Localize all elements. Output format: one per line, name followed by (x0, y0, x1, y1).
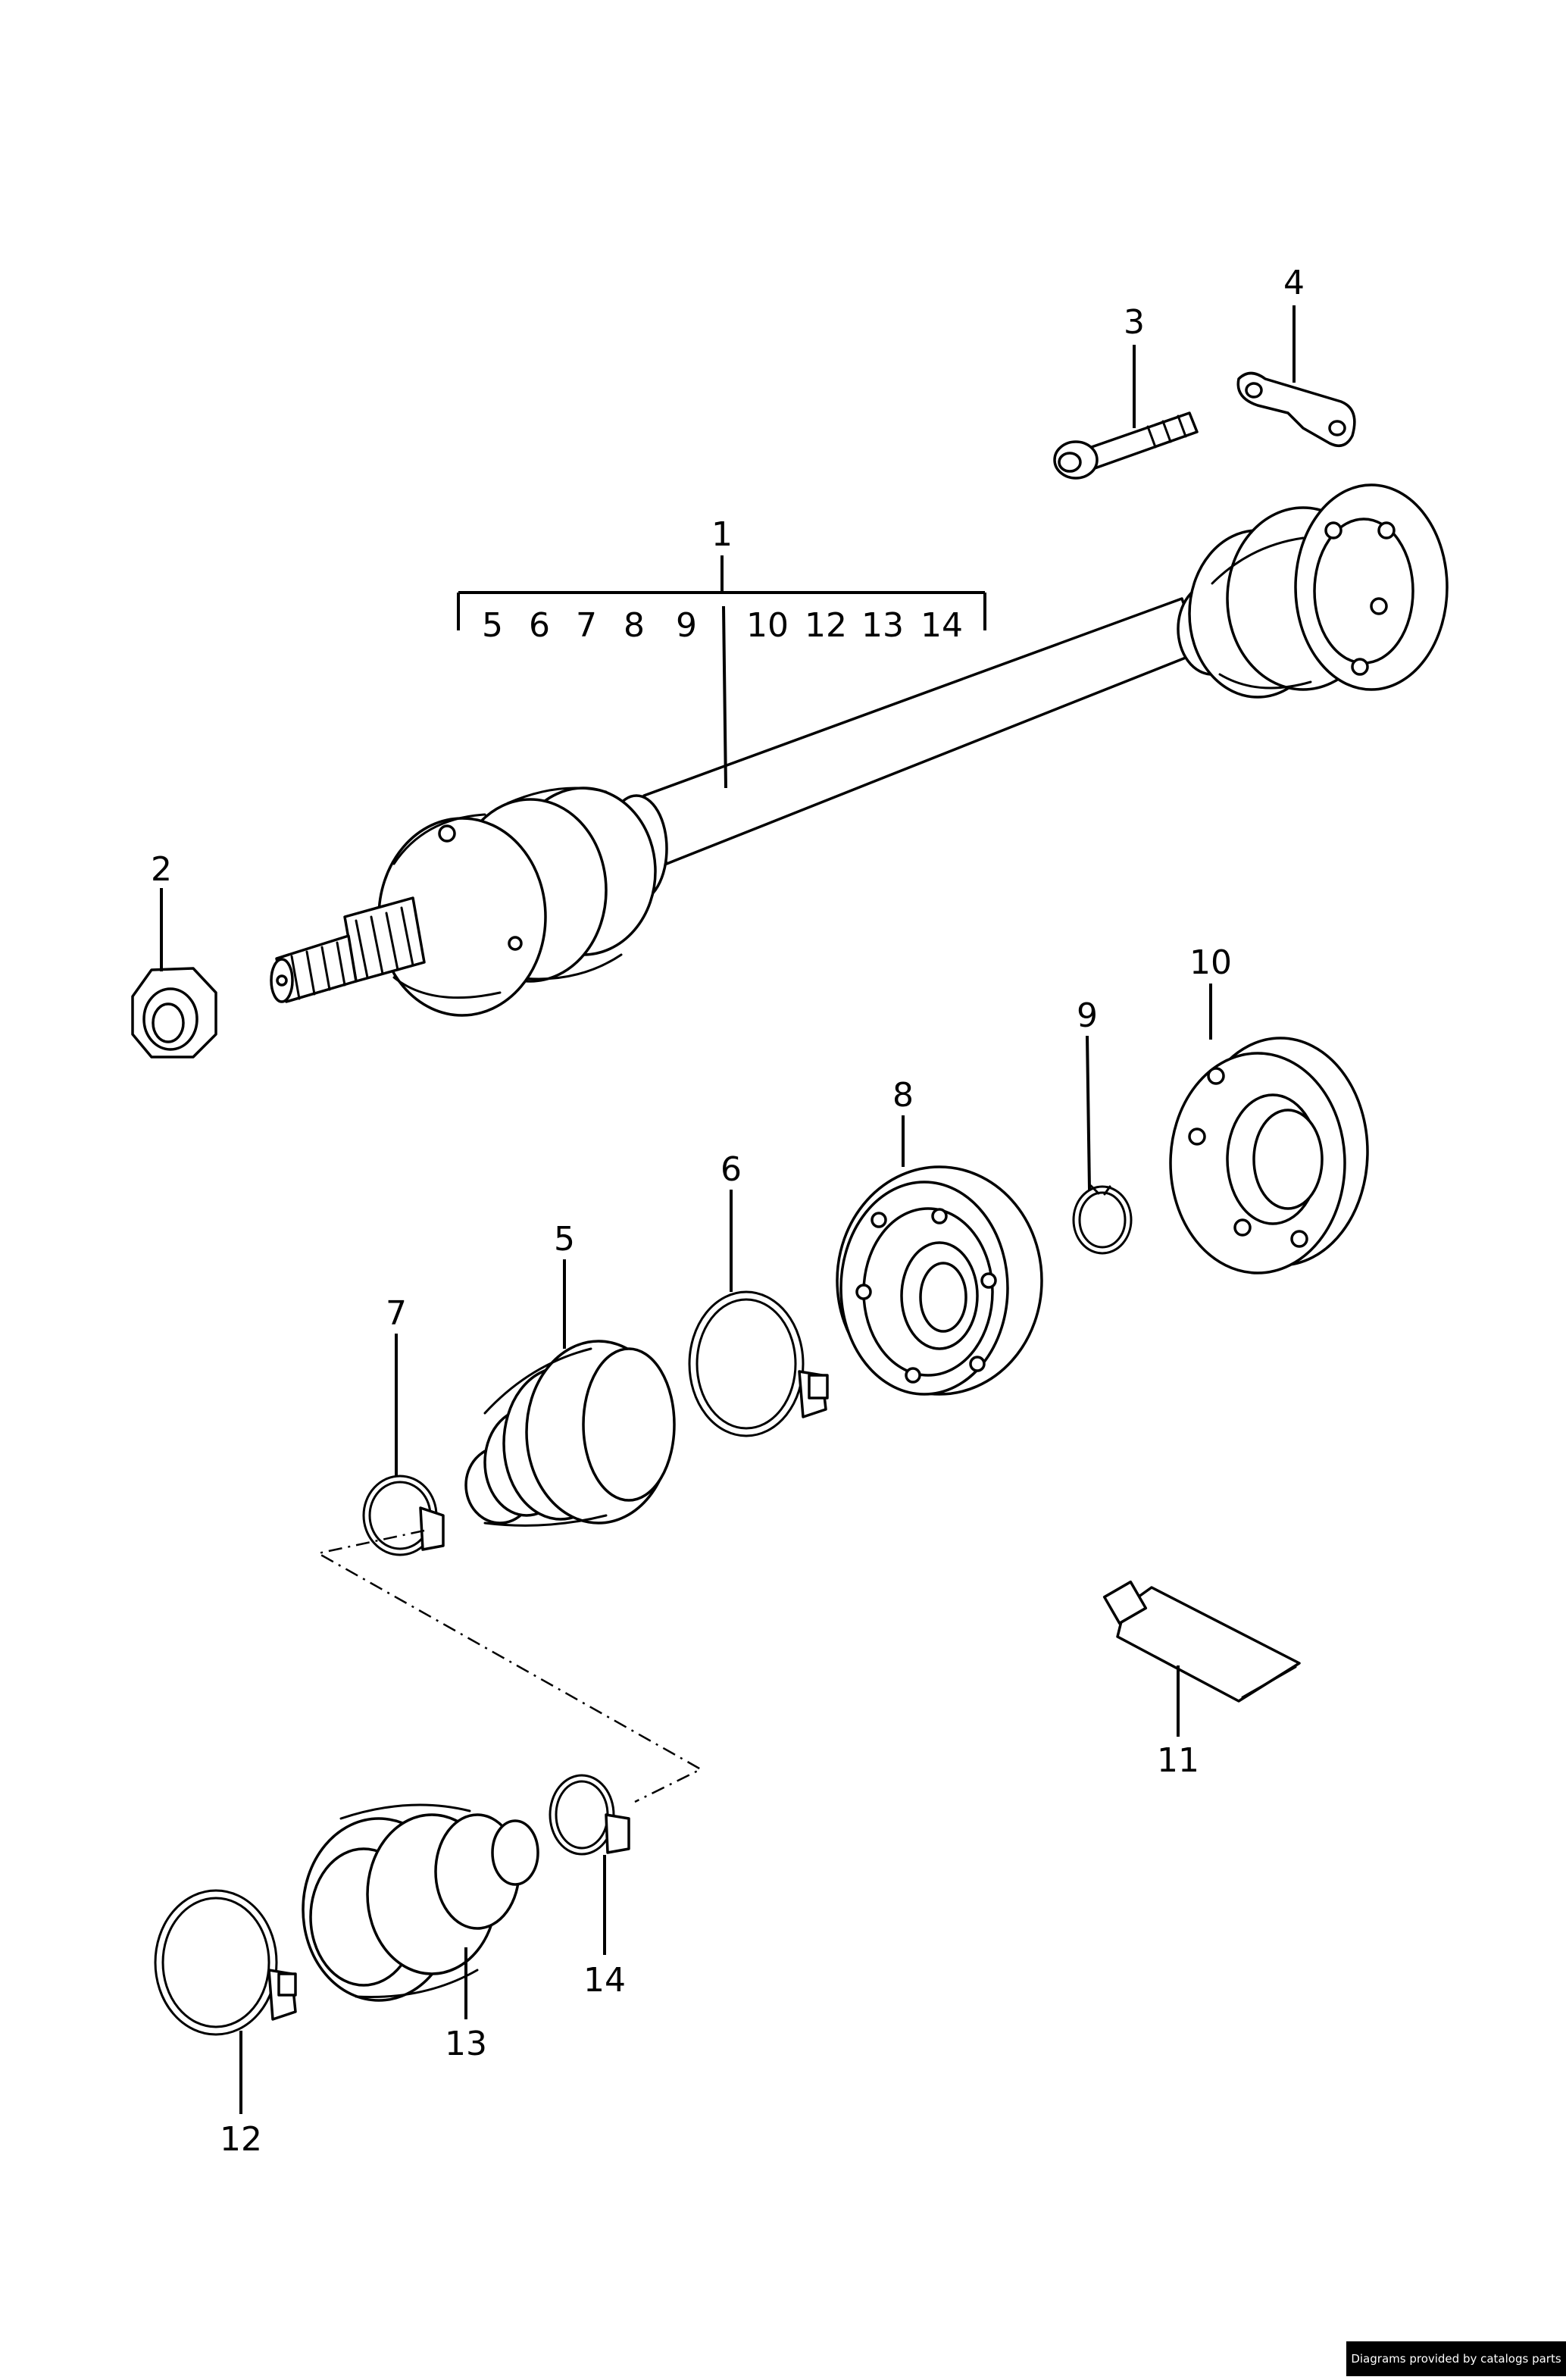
part-joint-cover[interactable] (1169, 1037, 1369, 1274)
callout-2: 2 (151, 850, 172, 889)
part-lock-plate[interactable] (1236, 371, 1356, 448)
callout-1: 1 (711, 515, 733, 554)
part-boot-clamp[interactable] (549, 1774, 630, 1856)
assembly-member-labels: 5 6 7 8 9 10 12 13 14 (482, 606, 963, 645)
callout-10: 10 (1189, 943, 1232, 982)
member-label-7: 7 (576, 606, 597, 645)
part-bolt[interactable] (1053, 411, 1199, 480)
member-label-5: 5 (482, 606, 503, 645)
part-small-clamp[interactable] (362, 1475, 445, 1556)
callout-13: 13 (445, 2025, 487, 2063)
callout-4: 4 (1283, 264, 1305, 302)
part-cv-joint[interactable] (836, 1165, 1043, 1396)
relation-dash-line (315, 1529, 703, 1803)
part-outer-boot[interactable] (302, 1803, 539, 2002)
callout-5: 5 (554, 1220, 575, 1259)
part-grease-tube[interactable] (1102, 1580, 1301, 1703)
member-label-6: 6 (529, 606, 550, 645)
callout-6: 6 (720, 1150, 742, 1189)
callout-8: 8 (892, 1076, 914, 1115)
member-label-8: 8 (624, 606, 645, 645)
member-label-12: 12 (805, 606, 847, 645)
callout-9: 9 (1077, 996, 1098, 1035)
callout-11: 11 (1157, 1741, 1199, 1780)
member-label-9: 9 (676, 606, 697, 645)
callout-3: 3 (1124, 303, 1145, 342)
part-large-clamp[interactable] (154, 1889, 297, 2036)
member-label-14: 14 (921, 606, 963, 645)
part-hose-clamp[interactable] (688, 1290, 829, 1437)
callout-7: 7 (386, 1294, 407, 1333)
callout-14: 14 (583, 1961, 626, 2000)
callout-labels: 1 2 3 4 5 6 7 8 9 10 11 12 13 14 (151, 264, 1305, 2159)
part-nut[interactable] (131, 967, 217, 1059)
part-joint-boot[interactable] (464, 1340, 676, 1527)
callout-12: 12 (220, 2120, 262, 2159)
leader-lines (160, 305, 1296, 2114)
part-circlip[interactable] (1072, 1184, 1133, 1255)
member-label-13: 13 (861, 606, 904, 645)
credit-badge: Diagrams provided by catalogs parts (1346, 2341, 1566, 2376)
member-label-10: 10 (746, 606, 789, 645)
part-drive-shaft[interactable] (270, 483, 1449, 1017)
